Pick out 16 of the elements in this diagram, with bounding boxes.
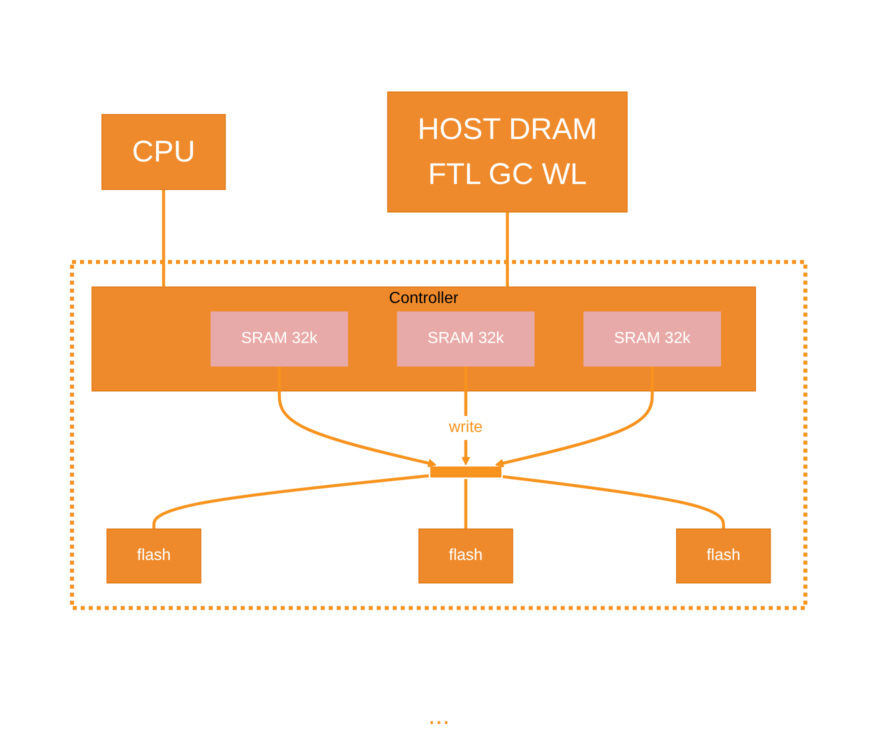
node-box: flash xyxy=(106,528,202,584)
ellipsis-note: ... xyxy=(427,700,451,731)
node-box: flash xyxy=(676,528,772,584)
cluster xyxy=(70,260,808,610)
connector xyxy=(162,190,166,287)
node-box: CPU xyxy=(102,114,226,190)
edge-label: write xyxy=(449,418,483,436)
arrow xyxy=(278,366,437,468)
arrow xyxy=(495,366,654,468)
node-box: SRAM 32k xyxy=(210,312,348,366)
node-box: flash xyxy=(418,528,514,584)
connector xyxy=(464,479,468,529)
node-box: SRAM 32k xyxy=(584,312,722,366)
node-box: HOST DRAM FTL GC WL xyxy=(387,92,628,212)
connector xyxy=(506,212,510,287)
node-box: SRAM 32k xyxy=(397,312,535,366)
